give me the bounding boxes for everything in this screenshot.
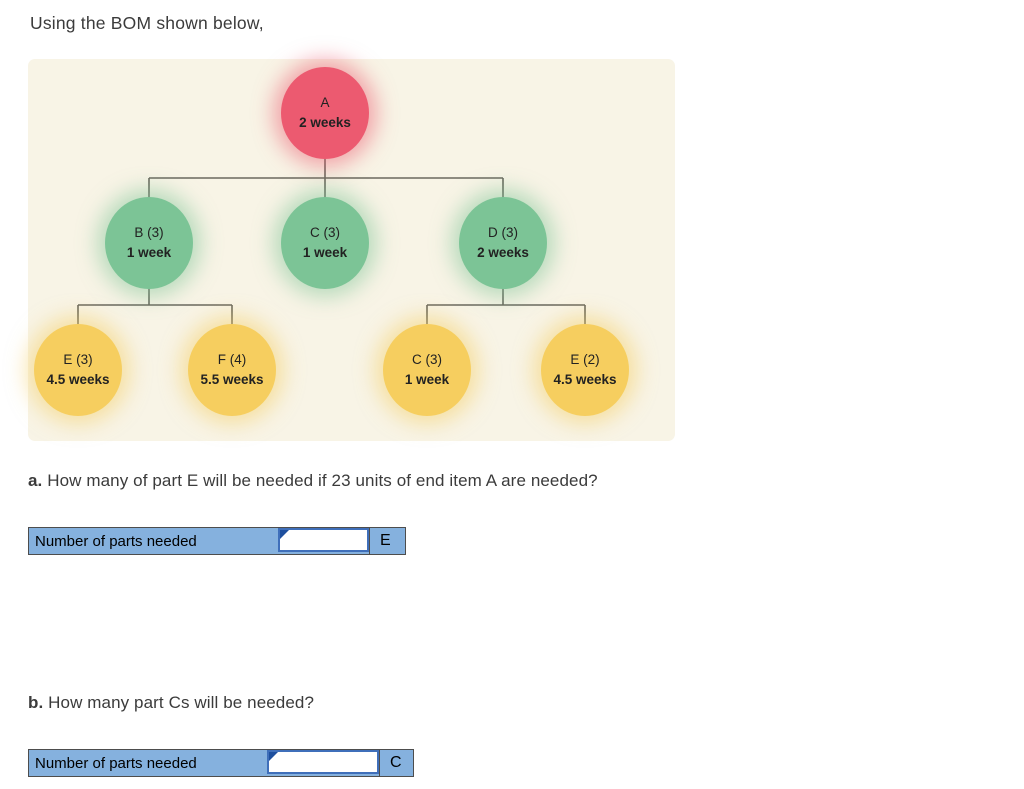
bom-node-c1: C (3) 1 week xyxy=(281,197,369,289)
bom-node-duration: 1 week xyxy=(302,245,348,260)
question-b: b. How many part Cs will be needed? xyxy=(28,693,314,713)
bom-node-duration: 2 weeks xyxy=(299,115,351,130)
question-a-text: How many of part E will be needed if 23 … xyxy=(42,471,598,490)
answer-input-a[interactable] xyxy=(278,528,369,552)
answer-input-a-holder xyxy=(278,528,369,554)
bom-node-label: B (3) xyxy=(134,225,164,241)
bom-node-label: C (3) xyxy=(310,225,340,241)
answer-input-b-holder xyxy=(267,750,379,776)
bom-node-duration: 4.5 weeks xyxy=(46,372,110,387)
bom-node-duration: 5.5 weeks xyxy=(200,372,264,387)
bom-node-b: B (3) 1 week xyxy=(105,197,193,289)
bom-node-f: F (4) 5.5 weeks xyxy=(188,324,276,416)
bom-diagram: A 2 weeks B (3) 1 week C (3) 1 week D (3) 2 wee… xyxy=(28,59,675,441)
answer-row-b: Number of parts needed C xyxy=(28,749,414,777)
bom-node-label: D (3) xyxy=(488,225,518,241)
bom-node-duration: 1 week xyxy=(126,245,172,260)
answer-row-b-label: Number of parts needed xyxy=(35,754,197,772)
question-b-prefix: b. xyxy=(28,693,44,712)
answer-row-b-unit: C xyxy=(379,750,413,776)
bom-node-a: A 2 weeks xyxy=(281,67,369,159)
question-a-prefix: a. xyxy=(28,471,43,490)
bom-node-label: E (3) xyxy=(63,352,93,368)
bom-node-label: F (4) xyxy=(217,352,247,368)
bom-node-duration: 4.5 weeks xyxy=(553,372,617,387)
question-b-text: How many part Cs will be needed? xyxy=(43,693,315,712)
bom-node-label: E (2) xyxy=(570,352,600,368)
question-a: a. How many of part E will be needed if … xyxy=(28,471,598,491)
bom-node-d: D (3) 2 weeks xyxy=(459,197,547,289)
bom-node-c2: C (3) 1 week xyxy=(383,324,471,416)
bom-node-label: C (3) xyxy=(412,352,442,368)
answer-row-a-label: Number of parts needed xyxy=(35,532,197,550)
answer-row-a: Number of parts needed E xyxy=(28,527,406,555)
bom-node-e1: E (3) 4.5 weeks xyxy=(34,324,122,416)
comment-marker-icon xyxy=(280,530,289,539)
bom-node-duration: 1 week xyxy=(404,372,450,387)
answer-row-a-unit: E xyxy=(369,528,405,554)
comment-marker-icon xyxy=(269,752,278,761)
answer-input-b[interactable] xyxy=(267,750,379,774)
bom-node-label: A xyxy=(320,95,330,111)
page-title: Using the BOM shown below, xyxy=(30,13,264,33)
bom-node-e2: E (2) 4.5 weeks xyxy=(541,324,629,416)
bom-node-duration: 2 weeks xyxy=(477,245,529,260)
